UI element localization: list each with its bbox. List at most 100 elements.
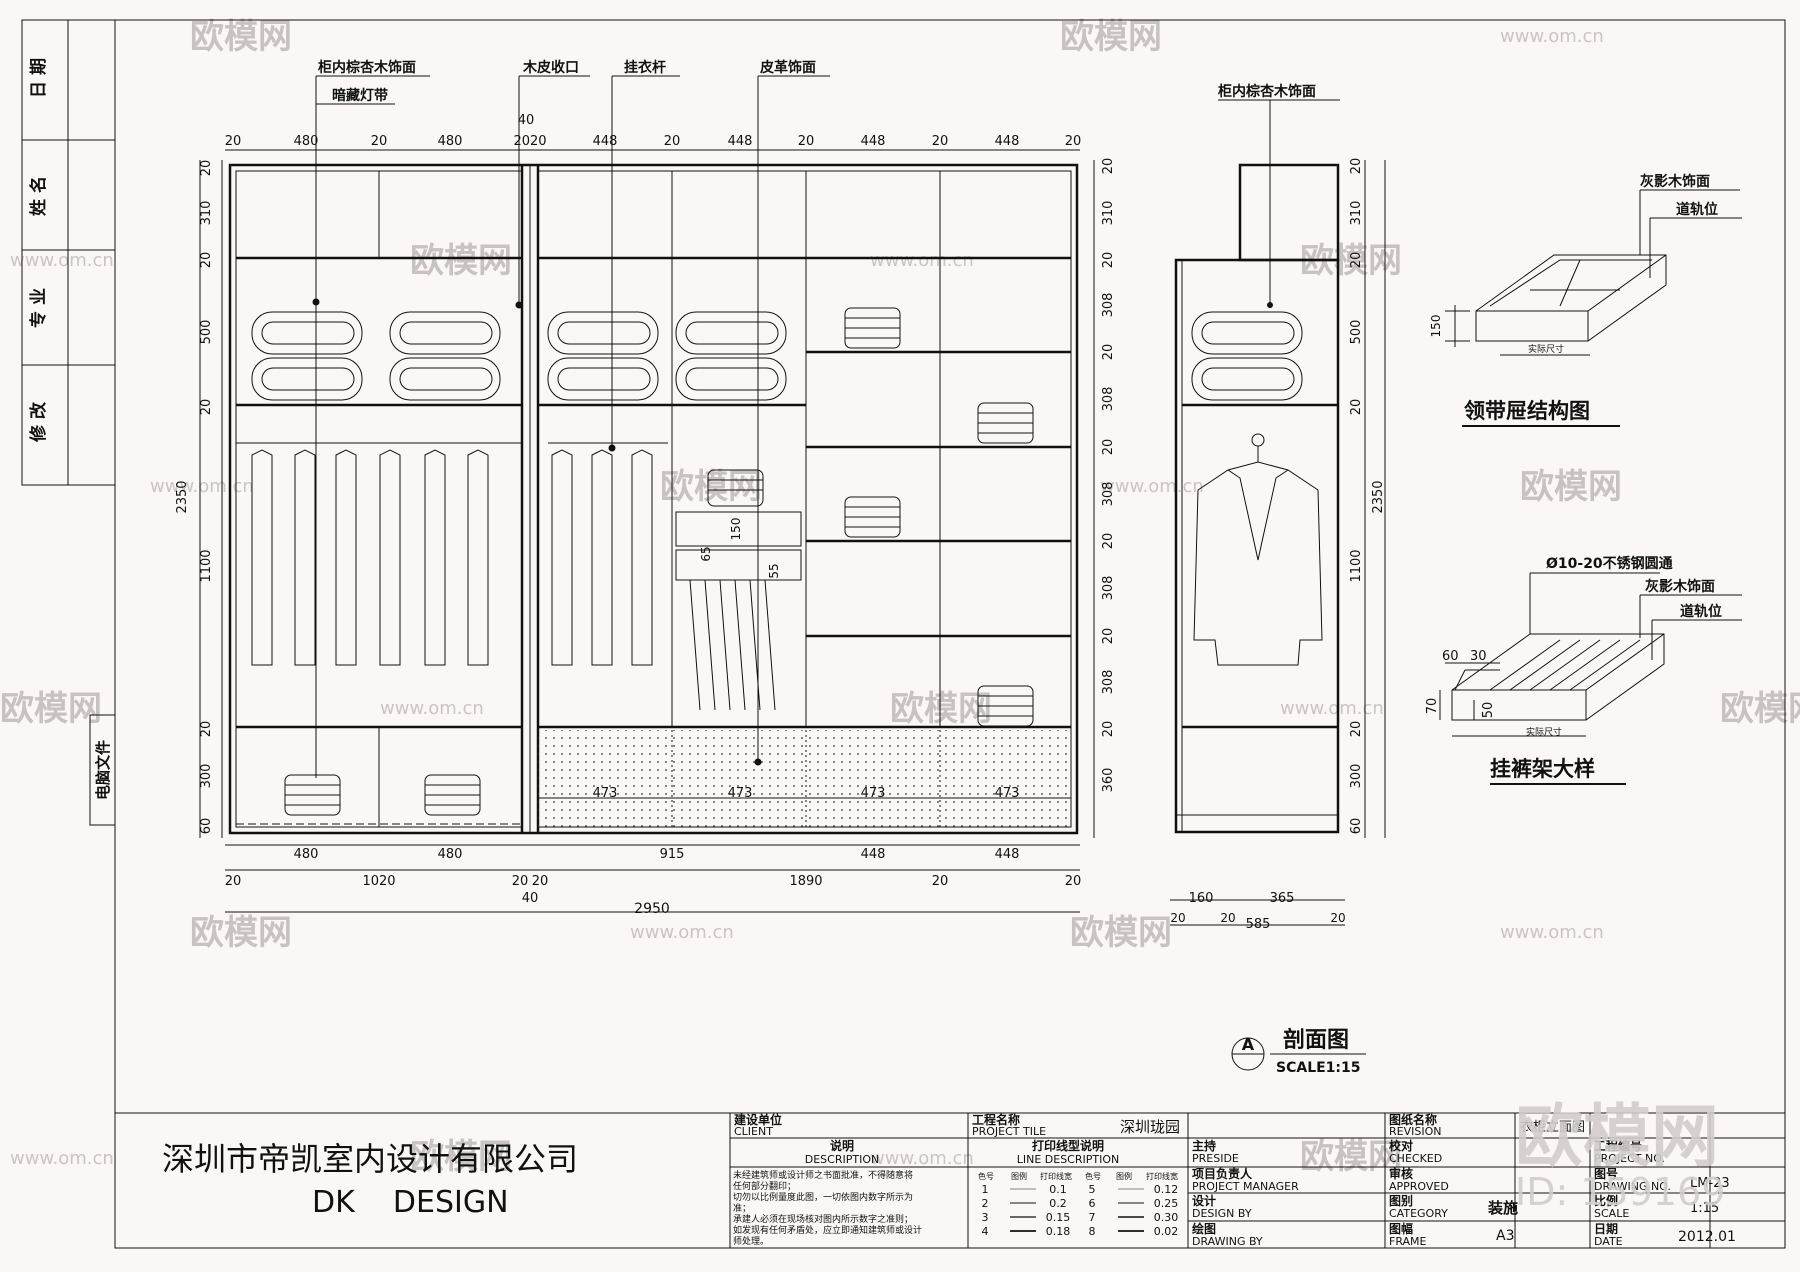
drawer-dim: 473 — [728, 786, 753, 801]
section-view: 柜内棕杏木饰面 — [1170, 83, 1386, 926]
title-block: 深圳市帝凯室内设计有限公司 DK DESIGN 建设单位 CLIENT 说明 D… — [115, 1112, 1785, 1248]
drawing-name: 衣柜立面图 — [1520, 1119, 1585, 1135]
dimension-label: 308 — [1101, 387, 1116, 412]
dimension-label: 20 — [1065, 874, 1082, 889]
watermark-url: www.om.cn — [10, 1148, 114, 1169]
draw-cn: 绘图 — [1192, 1221, 1216, 1236]
preside-cn: 主持 — [1192, 1138, 1216, 1153]
watermark-brand: 欧模网 — [660, 467, 762, 507]
company-name-cn: 深圳市帝凯室内设计有限公司 — [162, 1140, 578, 1178]
dimension-label: 448 — [861, 134, 886, 149]
line-table-cell: 0.1 — [1049, 1183, 1067, 1196]
line-table-cell: 0.25 — [1154, 1197, 1179, 1210]
watermark-overlay: 欧模网 ID: 159169 — [1515, 1098, 1725, 1214]
callout-led-strip: 暗藏灯带 — [332, 87, 388, 104]
watermark-url: www.om.cn — [1100, 476, 1204, 497]
line-table-cell: 5 — [1089, 1183, 1096, 1196]
desc-label-en: DESCRIPTION — [805, 1153, 879, 1166]
pants-rack-dim: 30 — [1470, 649, 1487, 664]
tie-drawer-title: 领带屉结构图 — [1464, 399, 1590, 423]
dimension-label: 500 — [199, 320, 214, 345]
watermark-url: www.om.cn — [630, 922, 734, 943]
line-table-cell: 0.12 — [1154, 1183, 1179, 1196]
dimension-label: 150 — [729, 518, 743, 541]
sheet-border — [114, 19, 1786, 1249]
line-table-cell: 0.02 — [1154, 1225, 1179, 1238]
project-label-en: PROJECT TILE — [972, 1125, 1046, 1138]
line-table-head: 色号 — [1085, 1171, 1101, 1181]
callout-wood-finish: 柜内棕杏木饰面 — [318, 59, 416, 76]
hanging-suits — [251, 449, 653, 666]
watermark-brand: 欧模网 — [890, 689, 992, 729]
dimension-label: 448 — [861, 847, 886, 862]
dimension-label: 20 — [199, 399, 214, 416]
dimension-label: 20 — [1170, 911, 1185, 925]
scale-en: SCALE — [1594, 1207, 1629, 1220]
strip-label-major: 专 业 — [28, 288, 49, 328]
client-label-cn: 建设单位 — [733, 1112, 782, 1127]
dimension-label: 55 — [767, 563, 781, 578]
tie-drawer-label-wood: 灰影木饰面 — [1640, 173, 1710, 190]
pants-rack-label-tube: Ø10-20不锈钢圆通 — [1546, 555, 1673, 572]
desc-line: 任何部分翻印； — [733, 1180, 796, 1192]
scale-value: 1:15 — [1690, 1201, 1719, 1216]
dimension-label: 20 — [1349, 399, 1364, 416]
revision-strip: 日 期 姓 名 专 业 修 改 电脑文件 — [21, 19, 116, 826]
dimension-label: 500 — [1349, 320, 1364, 345]
dimension-label: 60 — [1349, 818, 1364, 835]
watermark-url: www.om.cn — [150, 476, 254, 497]
watermark-brand: 欧模网 — [1520, 467, 1622, 507]
dimension-label: 20 — [1101, 439, 1116, 456]
watermark-url: www.om.cn — [380, 698, 484, 719]
closet-elevation: 柜内棕杏木饰面 暗藏灯带 木皮收口 挂衣杆 皮革饰面 — [228, 59, 1079, 835]
company-name-en: DK DESIGN — [312, 1185, 509, 1220]
dimension-label: 20 — [225, 874, 242, 889]
dimension-label: 20 — [1101, 158, 1116, 175]
watermark-url: www.om.cn — [870, 250, 974, 271]
dimension-label: 480 — [438, 134, 463, 149]
pm-en: PROJECT MANAGER — [1192, 1180, 1299, 1193]
dimension-label: 20 — [225, 134, 242, 149]
watermark-brand: 欧模网 — [190, 913, 292, 953]
drawno-cn: 图号 — [1594, 1166, 1618, 1181]
dimension-label: 300 — [1349, 764, 1364, 789]
dimension-label: 310 — [199, 201, 214, 226]
dimension-label: 448 — [728, 134, 753, 149]
dimension-label: 1890 — [789, 874, 822, 889]
watermark-brand: 欧模网 — [190, 17, 292, 57]
line-table-head: 图例 — [1011, 1171, 1027, 1181]
dimension-label: 40 — [518, 113, 535, 128]
strip-label-revise: 修 改 — [28, 401, 49, 443]
dimension-label: 480 — [294, 847, 319, 862]
dimension-labels: 20 480 20 480 40 20 20 448 20 448 20 448 20 448 20 20 31… — [175, 113, 1386, 932]
dimension-label: 308 — [1101, 670, 1116, 695]
dimension-label: 1020 — [362, 874, 395, 889]
dimension-label: 310 — [1101, 201, 1116, 226]
draw-en: DRAWING BY — [1192, 1235, 1263, 1248]
line-table-cell: 0.15 — [1046, 1211, 1071, 1224]
dimension-label: 308 — [1101, 293, 1116, 318]
desc-line: 师处理。 — [733, 1235, 769, 1247]
dimension-label: 20 — [1101, 252, 1116, 269]
line-table-cell: 8 — [1089, 1225, 1096, 1238]
section-scale: SCALE1:15 — [1276, 1060, 1361, 1076]
pants-rack-detail: 60 30 70 50 实际尺寸 Ø10-20不锈钢圆通 灰影木饰面 道轨位 挂… — [1425, 555, 1742, 785]
dimension-label: 448 — [995, 134, 1020, 149]
section-title: 剖面图 — [1283, 1027, 1349, 1053]
desc-line: 准； — [733, 1203, 751, 1214]
checked-cn: 校对 — [1389, 1138, 1413, 1153]
dimension-label: 20 — [664, 134, 681, 149]
dimension-label: 20 — [1101, 344, 1116, 361]
dimension-label: 20 — [932, 134, 949, 149]
dimension-label: 448 — [995, 847, 1020, 862]
date-value: 2012.01 — [1678, 1229, 1736, 1245]
frame-en: FRAME — [1389, 1235, 1427, 1248]
dimension-label: 20 — [1349, 721, 1364, 738]
callout-hanging-rod: 挂衣杆 — [624, 59, 666, 76]
dimension-label: 480 — [438, 847, 463, 862]
section-jacket — [1193, 433, 1323, 666]
drawer-dim: 473 — [995, 786, 1020, 801]
dimension-label: 310 — [1349, 201, 1364, 226]
